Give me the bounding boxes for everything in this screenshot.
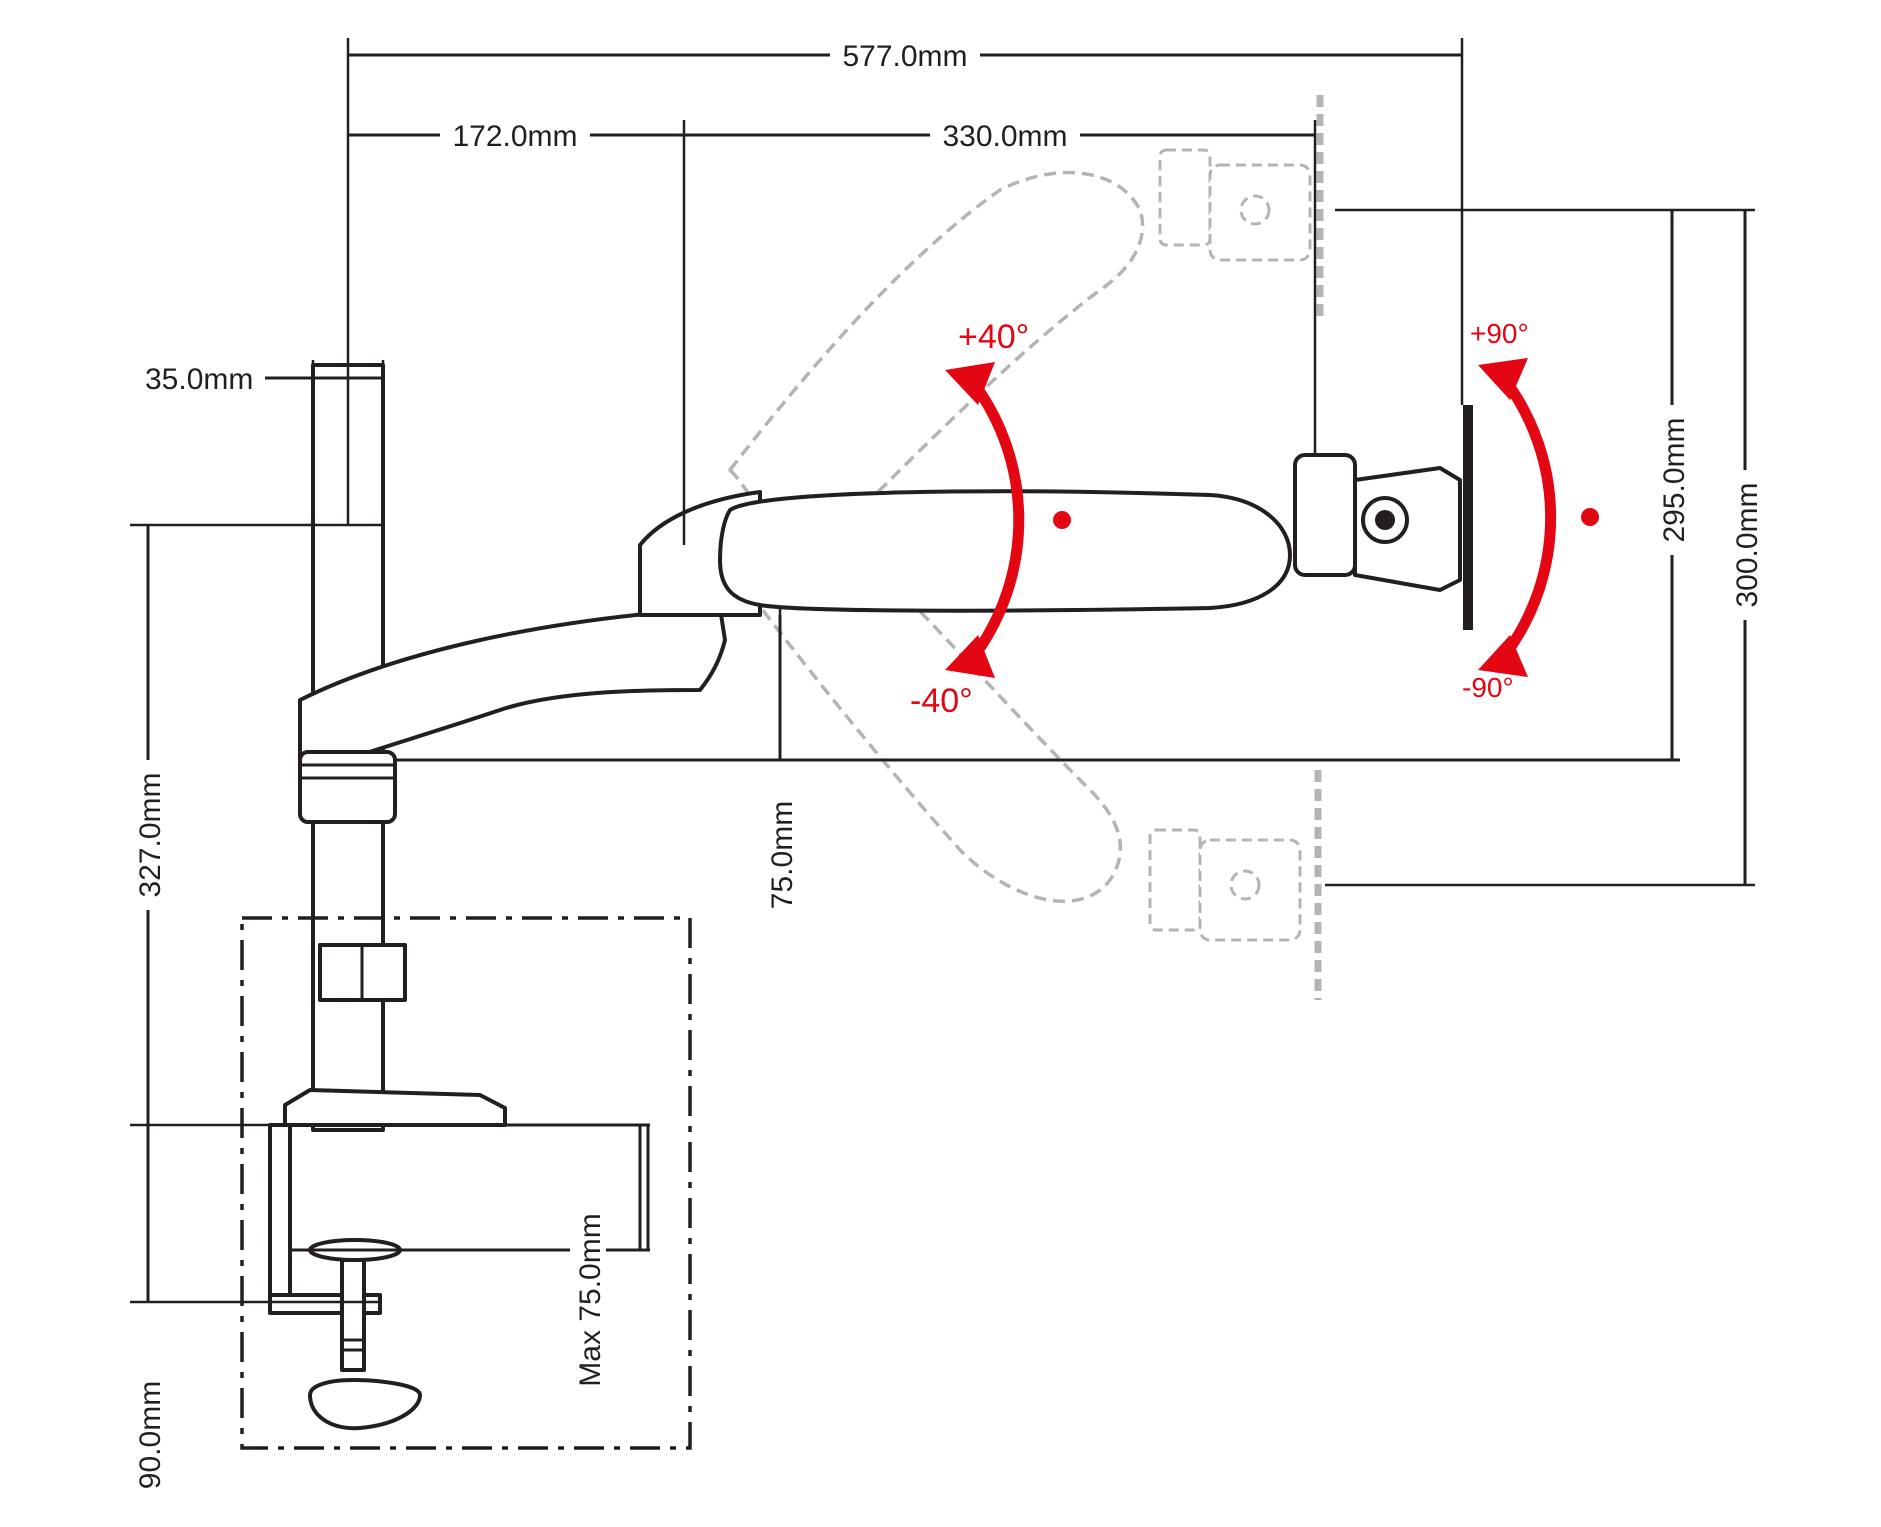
clamp-side	[268, 1123, 292, 1307]
label-pole-height: 327.0mm	[134, 772, 167, 897]
rotation-labels: +40° -40° +90° -90°	[910, 318, 1529, 720]
head-bracket	[1293, 453, 1357, 577]
label-tilt-down: -90°	[1462, 672, 1514, 703]
ghost-arm-raised	[728, 95, 1324, 536]
label-pole-diameter: 35.0mm	[145, 363, 253, 396]
desk-clearance-box	[240, 916, 692, 1450]
dimension-labels: 577.0mm 172.0mm 330.0mm 35.0mm 327.0mm 7…	[130, 38, 1764, 1500]
monitor-arm	[268, 363, 1473, 1431]
label-arm-up: +40°	[958, 318, 1029, 356]
label-pole-to-joint: 172.0mm	[452, 120, 577, 153]
label-max-desk-thickness: Max 75.0mm	[574, 1213, 607, 1386]
label-arm-down: -40°	[910, 682, 973, 720]
label-arm-drop: 75.0mm	[766, 801, 799, 909]
label-vertical-range-295: 295.0mm	[1658, 417, 1691, 542]
lower-arm	[298, 606, 727, 762]
label-overall-reach: 577.0mm	[842, 40, 967, 73]
label-forearm: 330.0mm	[942, 120, 1067, 153]
label-tilt-up: +90°	[1470, 318, 1529, 349]
tilt-rotation-indicator	[1478, 358, 1599, 677]
ghost-arm-lowered	[738, 534, 1322, 1000]
clamp-base	[283, 1088, 507, 1127]
arm-rotation-indicator	[945, 362, 1071, 678]
pole-collar	[298, 750, 397, 824]
label-clamp-height: 90.0mm	[134, 1381, 167, 1489]
clamp-knob	[308, 1378, 422, 1431]
upper-arm	[718, 489, 1292, 613]
clamp-screw	[340, 1258, 366, 1372]
label-vertical-range-300: 300.0mm	[1731, 482, 1764, 607]
